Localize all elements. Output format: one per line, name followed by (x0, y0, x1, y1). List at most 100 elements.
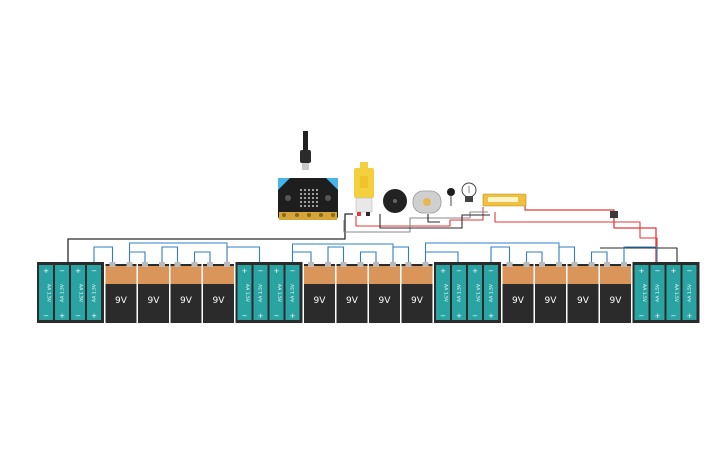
minus-sign: − (290, 267, 296, 275)
nine-volt-label: 9V (379, 296, 392, 306)
series-wire (359, 251, 377, 262)
plus-sign: + (274, 267, 280, 275)
nine-volt-label: 9V (180, 296, 193, 306)
nine-volt-battery-6: 9V (304, 262, 335, 323)
microbit-board-icon (278, 178, 338, 220)
nine-volt-battery-2: 9V (138, 262, 169, 323)
plus-sign: + (671, 267, 677, 275)
plus-sign: + (43, 267, 49, 275)
led-strip (482, 193, 527, 207)
minus-sign: − (242, 312, 248, 320)
series-wire (558, 246, 576, 262)
buzzer (383, 189, 407, 213)
microbit-led-matrix (300, 189, 318, 207)
minus-sign: − (456, 267, 462, 275)
aa-cell: +−AA 1.5V (71, 265, 85, 320)
aa-cell: +−AA 1.5V (468, 265, 482, 320)
nine-volt-label: 9V (512, 296, 525, 306)
aa-label: AA 1.5V (443, 284, 449, 303)
aa-cell: + − AA 1.5V (436, 265, 450, 320)
plus-sign: + (456, 312, 462, 320)
ground-return-wire (600, 247, 678, 262)
aa-label: AA 1.5V (641, 284, 647, 303)
aa-cell: +−AA 1.5V (666, 265, 681, 320)
signal-wire-4 (427, 214, 440, 223)
nine-volt-battery-12: 9V (535, 262, 566, 323)
aa-cell: +−AA 1.5V (39, 265, 53, 320)
aa-label: AA 1.5V (276, 284, 282, 303)
nine-volt-battery-11: 9V (502, 262, 534, 323)
series-wire (490, 246, 511, 262)
button-b-icon (325, 195, 331, 201)
aa-label: AA 1.5V (46, 284, 52, 303)
series-wire (327, 246, 345, 262)
aa-cell: +−AA 1.5V (87, 265, 101, 320)
plus-sign: + (655, 312, 661, 320)
series-wire (161, 246, 179, 262)
plus-sign: + (290, 312, 296, 320)
aa-cell: + − AA 1.5V (55, 265, 69, 320)
power-wire-button (613, 214, 657, 262)
battery-interconnect-wires (93, 242, 658, 262)
minus-sign: − (488, 267, 494, 275)
nine-volt-label: 9V (411, 296, 424, 306)
aa-battery-pack-15: +−AA 1.5V+−AA 1.5V+−AA 1.5V+−AA 1.5V (632, 262, 700, 323)
electret-microphone-icon (447, 188, 455, 196)
series-wire (193, 251, 211, 262)
plus-sign: + (440, 267, 446, 275)
nine-volt-label: 9V (213, 296, 226, 306)
aa-cell: + − AA 1.5V (484, 265, 498, 320)
aa-label: AA 1.5V (78, 284, 84, 303)
series-wire (291, 251, 312, 262)
nine-volt-battery-3: 9V (170, 262, 202, 323)
aa-battery-pack-10: +−AA 1.5V+−AA 1.5V+−AA 1.5V+−AA 1.5V (434, 262, 501, 323)
aa-label: AA 1.5V (60, 283, 66, 302)
aa-label: AA 1.5V (489, 283, 495, 302)
bridge-wire (129, 242, 228, 262)
signal-wire-2 (343, 211, 488, 233)
nine-volt-battery-9: 9V (401, 262, 433, 323)
nine-volt-label: 9V (545, 296, 558, 306)
minus-sign: − (440, 312, 446, 320)
plus-sign: + (488, 312, 494, 320)
ground-bus-wire (67, 213, 353, 262)
series-wire (128, 251, 146, 262)
dc-motor (412, 190, 442, 214)
series-wire (424, 251, 459, 262)
light-bulb (461, 182, 477, 202)
aa-label: AA 1.5V (475, 284, 481, 303)
plus-sign: + (91, 312, 97, 320)
strip-feed-wire (494, 212, 658, 262)
gear-motor (354, 162, 374, 216)
nine-volt-battery-8: 9V (369, 262, 400, 323)
aa-label: AA 1.5V (92, 283, 98, 302)
plus-sign: + (59, 312, 65, 320)
bridge-wire (292, 243, 394, 262)
aa-cell: +−AA 1.5V (634, 265, 649, 320)
nine-volt-battery-14: 9V (600, 262, 631, 323)
push-button-icon (610, 211, 618, 218)
wires (67, 204, 678, 262)
nine-volt-battery-7: 9V (336, 262, 368, 323)
button-to-strip-wire (524, 204, 615, 214)
usb-cable-icon (303, 131, 308, 151)
series-wire (623, 246, 658, 262)
minus-sign: − (639, 312, 645, 320)
signal-wire-3 (379, 214, 490, 229)
minus-sign: − (274, 312, 280, 320)
push-button (610, 211, 618, 218)
plus-sign: + (258, 312, 264, 320)
bridge-wire (425, 242, 560, 262)
minus-sign: − (472, 312, 478, 320)
nine-volt-label: 9V (346, 296, 359, 306)
minus-sign: − (671, 312, 677, 320)
nine-volt-label: 9V (577, 296, 590, 306)
minus-sign: − (59, 267, 65, 275)
aa-cell: +−AA 1.5V (682, 265, 697, 320)
aa-label: AA 1.5V (655, 283, 661, 302)
minus-sign: − (258, 267, 264, 275)
aa-battery-pack-5: +−AA 1.5V+−AA 1.5V+−AA 1.5V+−AA 1.5V (235, 262, 303, 323)
minus-sign: − (75, 312, 81, 320)
aa-cell: +−AA 1.5V (237, 265, 252, 320)
